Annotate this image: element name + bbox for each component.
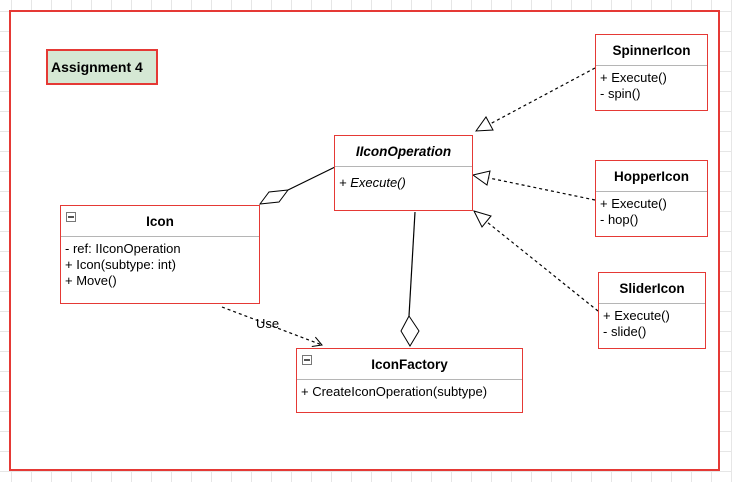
- member: + Execute(): [600, 196, 667, 211]
- assignment-note[interactable]: Assignment 4: [46, 49, 158, 85]
- class-slider-icon-members: + Execute() - slide(): [599, 304, 705, 340]
- realization-arrow-slider: [473, 210, 492, 228]
- realization-line-hopper: [488, 177, 596, 201]
- class-hopper-icon-members: + Execute() - hop(): [596, 192, 707, 228]
- realization-line-slider: [486, 221, 599, 312]
- class-iicon-operation-members: + Execute(): [335, 167, 472, 191]
- member: - spin(): [600, 86, 641, 101]
- class-iicon-operation-header: IIconOperation: [335, 136, 472, 166]
- class-spinner-icon[interactable]: SpinnerIcon + Execute() - spin(): [595, 34, 708, 111]
- member: + CreateIconOperation(subtype): [301, 384, 488, 399]
- aggregation-line-icon: [287, 166, 336, 191]
- class-hopper-icon[interactable]: HopperIcon + Execute() - hop(): [595, 160, 708, 237]
- member: + Icon(subtype: int): [65, 257, 176, 272]
- class-icon-members: - ref: IIconOperation + Icon(subtype: in…: [61, 237, 259, 289]
- class-spinner-icon-header: SpinnerIcon: [596, 35, 707, 65]
- class-spinner-icon-name: SpinnerIcon: [612, 42, 691, 58]
- realization-arrow-spinner: [474, 116, 494, 132]
- class-spinner-icon-divider: [596, 65, 707, 66]
- use-label: Use: [256, 316, 280, 331]
- class-icon-factory[interactable]: IconFactory + CreateIconOperation(subtyp…: [296, 348, 523, 413]
- aggregation-line-factory: [408, 211, 416, 317]
- class-slider-icon-name: SliderIcon: [619, 280, 685, 296]
- class-hopper-icon-name: HopperIcon: [613, 168, 689, 184]
- class-icon-factory-divider: [297, 379, 522, 380]
- member: - hop(): [600, 212, 639, 227]
- class-icon-factory-name: IconFactory: [371, 356, 448, 372]
- member: - ref: IIconOperation: [65, 241, 181, 256]
- class-spinner-icon-members: + Execute() - spin(): [596, 66, 707, 102]
- class-icon-name: Icon: [146, 213, 174, 229]
- collapse-toggle-icon[interactable]: [302, 355, 312, 365]
- class-iicon-operation-divider: [335, 166, 472, 167]
- class-slider-icon[interactable]: SliderIcon + Execute() - slide(): [598, 272, 706, 349]
- class-hopper-icon-header: HopperIcon: [596, 161, 707, 191]
- class-icon-divider: [61, 236, 259, 237]
- collapse-toggle-icon[interactable]: [66, 212, 76, 222]
- member: - slide(): [603, 324, 647, 339]
- realization-arrow-hopper: [471, 170, 491, 186]
- class-slider-icon-divider: [599, 303, 705, 304]
- class-slider-icon-header: SliderIcon: [599, 273, 705, 303]
- member: + Execute(): [603, 308, 670, 323]
- class-iicon-operation[interactable]: IIconOperation + Execute(): [334, 135, 473, 211]
- member: + Execute(): [339, 175, 406, 190]
- class-iicon-operation-name: IIconOperation: [355, 143, 452, 159]
- member: + Execute(): [600, 70, 667, 85]
- aggregation-diamond-factory: [400, 315, 420, 347]
- assignment-note-title: Assignment 4: [51, 59, 143, 75]
- class-icon[interactable]: Icon - ref: IIconOperation + Icon(subtyp…: [60, 205, 260, 304]
- class-hopper-icon-divider: [596, 191, 707, 192]
- aggregation-diamond-icon: [258, 189, 290, 205]
- class-icon-factory-header: IconFactory: [297, 349, 522, 379]
- member: + Move(): [65, 273, 117, 288]
- realization-line-spinner: [489, 67, 596, 125]
- class-icon-header: Icon: [61, 206, 259, 236]
- class-icon-factory-members: + CreateIconOperation(subtype): [297, 380, 522, 400]
